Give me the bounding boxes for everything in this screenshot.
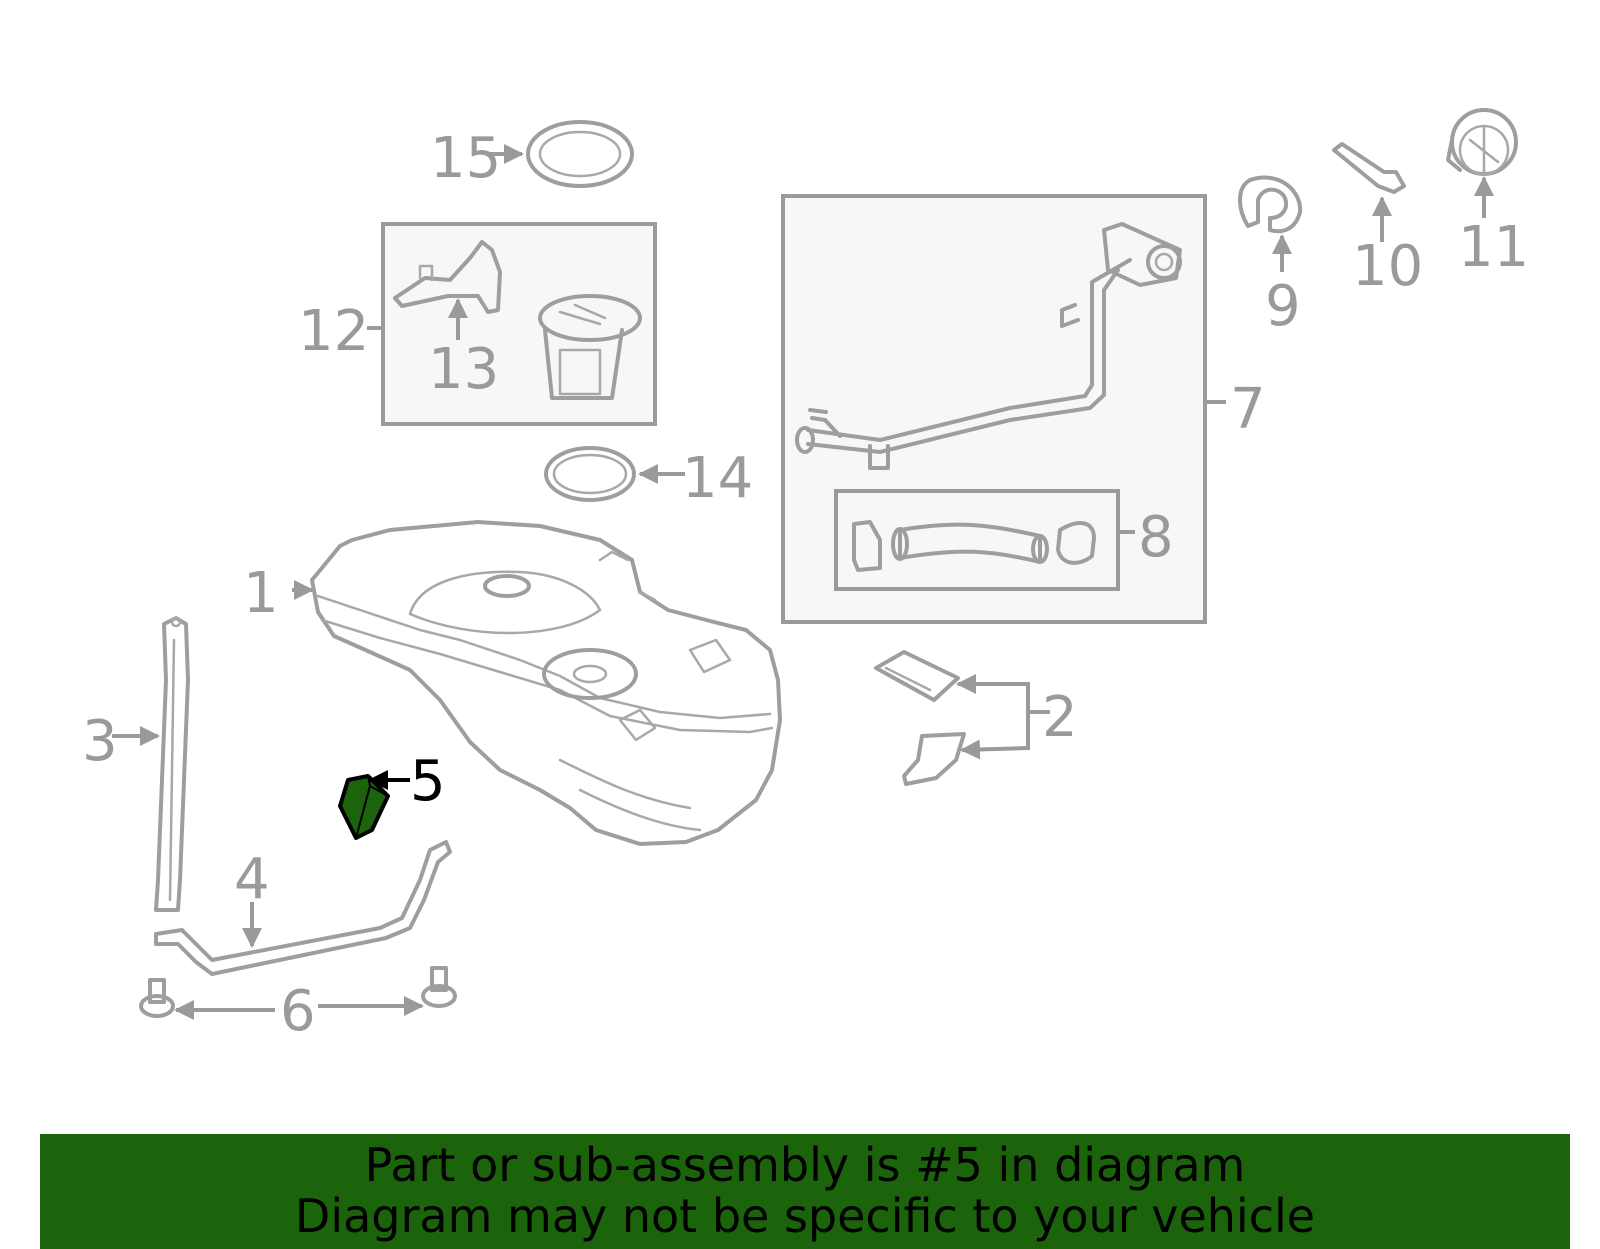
- callout-4: 4: [234, 847, 270, 912]
- lock-ring-part-15: [526, 120, 634, 188]
- callout-2: 2: [1042, 685, 1078, 750]
- fuel-pump-part-12: [538, 294, 642, 400]
- callout-5: 5: [410, 749, 446, 814]
- callout-1: 1: [243, 561, 279, 626]
- banner-line-1: Part or sub-assembly is #5 in diagram: [364, 1138, 1246, 1192]
- fuel-tank-part-1: [310, 520, 782, 846]
- grommet-part-9: [1238, 175, 1303, 234]
- strap-part-4: [154, 840, 452, 976]
- pump-bracket-part-13: [393, 240, 502, 314]
- callout-11: 11: [1458, 215, 1529, 280]
- callout-3: 3: [82, 709, 118, 774]
- callout-6: 6: [280, 979, 316, 1044]
- bolt-part-6-left: [139, 978, 175, 1018]
- filler-pipe-part-7: [795, 222, 1182, 470]
- callout-10: 10: [1352, 234, 1423, 299]
- pump-module-box-12: [381, 222, 657, 426]
- fuel-cap-part-11: [1446, 108, 1518, 176]
- bolt-part-6-right: [421, 966, 457, 1008]
- hose-box-8: [834, 489, 1120, 591]
- insulator-part-5-highlighted[interactable]: [338, 774, 390, 840]
- leader-2b: [960, 712, 1030, 760]
- tether-part-10: [1332, 142, 1406, 194]
- hose-part-8: [852, 520, 1096, 572]
- info-banner: Part or sub-assembly is #5 in diagram Di…: [40, 1134, 1570, 1249]
- callout-12: 12: [298, 299, 369, 364]
- leader-2: [956, 674, 1050, 714]
- callout-7: 7: [1230, 377, 1266, 442]
- callout-14: 14: [682, 446, 753, 511]
- callout-13: 13: [428, 337, 499, 402]
- gasket-part-14: [544, 446, 636, 502]
- banner-line-2: Diagram may not be specific to your vehi…: [294, 1189, 1316, 1243]
- callout-15: 15: [430, 126, 501, 191]
- protector-part-2: [874, 650, 966, 786]
- callout-8: 8: [1138, 505, 1174, 570]
- strap-part-3: [154, 616, 190, 912]
- callout-9: 9: [1265, 274, 1301, 339]
